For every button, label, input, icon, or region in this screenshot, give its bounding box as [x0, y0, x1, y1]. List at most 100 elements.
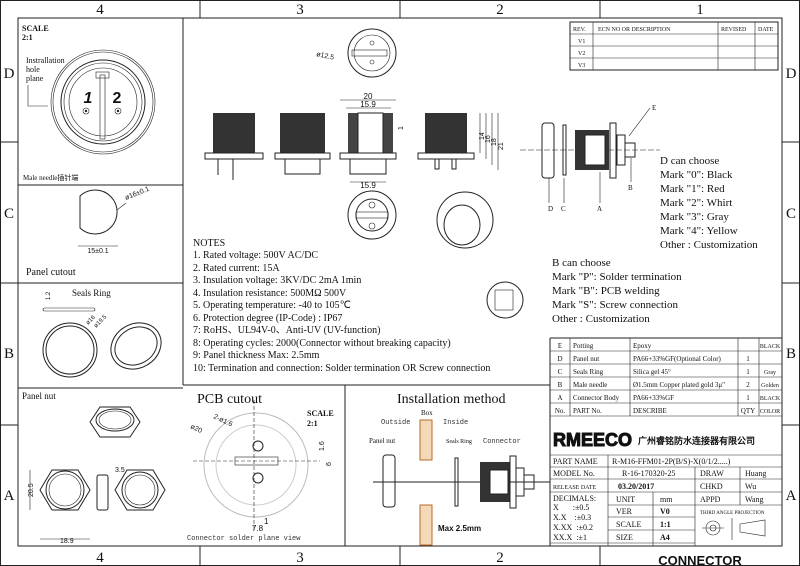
svg-text:Mark "0": Black: Mark "0": Black [660, 169, 733, 181]
svg-text:A: A [597, 205, 602, 213]
bom-cell-qty: 2 [746, 381, 750, 389]
zone-col: 1 [696, 2, 704, 18]
zone-col: 3 [296, 2, 304, 18]
svg-text:UNIT: UNIT [616, 495, 635, 504]
pcb-cutout-view: PCB cutout SCALE 2:1 ø20 2-ø1.6 1.6 6 7.… [187, 392, 334, 543]
svg-text:APPD: APPD [700, 495, 721, 504]
svg-text:ø20: ø20 [189, 423, 203, 434]
svg-text:Wang: Wang [745, 495, 763, 504]
svg-text:18: 18 [491, 138, 498, 146]
seals-ring-view: Seals Ring 1.2 ø16 ø19.5 [42, 288, 162, 378]
svg-text:REV.: REV. [573, 27, 586, 33]
svg-text:X.X :±0.3: X.X :±0.3 [553, 513, 591, 522]
zone-labels: 4 3 2 1 4 3 2 D C B A D C B A [4, 2, 797, 566]
svg-text:V2: V2 [578, 51, 585, 57]
svg-text:15±0.1: 15±0.1 [87, 248, 108, 255]
svg-text:1:1: 1:1 [660, 520, 671, 529]
bom-cell-part: Seals Ring [573, 368, 604, 376]
bom-cell-part: Potting [573, 342, 594, 350]
watermark: CONNECTOR [658, 553, 742, 566]
svg-text:8: Operating cycles: 2000(Conn: 8: Operating cycles: 2000(Connector with… [193, 338, 451, 349]
svg-text:Mark "2": Whirt: Mark "2": Whirt [660, 197, 732, 209]
svg-text:V1: V1 [578, 39, 585, 45]
bom-cell-color: Gray [764, 370, 776, 376]
svg-text:Box: Box [421, 409, 433, 417]
bom-cell-no: No. [555, 407, 566, 415]
bom-cell-describe: PA66+33%GF [633, 394, 674, 402]
svg-text:C: C [561, 205, 566, 213]
installation-method-view: Installation method Box Outside Inside P… [369, 392, 550, 546]
bom-cell-no: E [558, 342, 562, 350]
zone-col: 2 [496, 550, 504, 566]
zone-row: C [786, 206, 796, 222]
svg-text:hole: hole [26, 65, 40, 74]
svg-text:Mark "4": Yellow: Mark "4": Yellow [660, 225, 738, 237]
zone-row: A [786, 488, 797, 504]
svg-text:VER: VER [616, 507, 633, 516]
svg-text:2:1: 2:1 [22, 33, 33, 42]
bom-cell-describe: PA66+33%GF(Optional Color) [633, 355, 722, 363]
bom-cell-qty: 1 [746, 368, 750, 376]
svg-text:Other : Customization: Other : Customization [660, 239, 758, 251]
svg-text:Seals Ring: Seals Ring [72, 288, 111, 298]
left-panels [18, 18, 782, 546]
bom-cell-describe: Epoxy [633, 342, 652, 350]
svg-text:B can choose: B can choose [552, 257, 611, 269]
svg-text:1.6: 1.6 [319, 441, 326, 451]
svg-text:X.XX :±0.2: X.XX :±0.2 [553, 523, 593, 532]
bom-cell-color: Golden [761, 383, 779, 389]
svg-text:6. Protection degree (IP-Code): 6. Protection degree (IP-Code) : IP67 [193, 313, 342, 324]
svg-text:Seals Ring: Seals Ring [446, 439, 472, 445]
bom-cell-qty: 1 [746, 355, 750, 363]
svg-text:SCALE: SCALE [307, 409, 334, 418]
zone-row: A [4, 488, 15, 504]
svg-text:18.9: 18.9 [60, 538, 74, 545]
svg-text:03.20/2017: 03.20/2017 [618, 482, 654, 491]
panel-cutout-view: ø16±0.1 15±0.1 Panel cutout [26, 186, 151, 278]
zone-col: 4 [96, 550, 104, 566]
svg-text:SCALE: SCALE [616, 520, 641, 529]
bom-cell-part: Panel nut [573, 355, 599, 363]
svg-text:mm: mm [660, 495, 673, 504]
svg-text:ø12.5: ø12.5 [316, 51, 335, 62]
svg-text:DRAW: DRAW [700, 469, 724, 478]
svg-text:plane: plane [26, 74, 44, 83]
notes-title: NOTES [193, 238, 225, 249]
svg-text:21: 21 [498, 142, 505, 150]
svg-text:DECIMALS:: DECIMALS: [553, 494, 596, 503]
svg-text:9: Panel thickness Max: 2.5mm: 9: Panel thickness Max: 2.5mm [193, 350, 320, 361]
title-block: RMEECO 广州睿铭防水连接器有限公司 PART NAME R-M16-FFM… [550, 430, 782, 566]
svg-text:3.5: 3.5 [115, 467, 125, 474]
svg-text:R-16-170320-25: R-16-170320-25 [622, 469, 675, 478]
svg-text:Mark "1": Red: Mark "1": Red [660, 183, 725, 195]
svg-text:2-ø1.6: 2-ø1.6 [212, 413, 233, 428]
svg-text:X :±0.5: X :±0.5 [553, 503, 589, 512]
svg-text:7.8: 7.8 [252, 524, 264, 533]
svg-text:Instrallation: Instrallation [26, 56, 65, 65]
zone-row: D [786, 66, 797, 82]
svg-text:7: RoHS、UL94V-0、Anti-UV (UV-fu: 7: RoHS、UL94V-0、Anti-UV (UV-function) [193, 325, 380, 336]
bom-cell-qty: 1 [746, 394, 750, 402]
svg-text:Mark "S": Screw connection: Mark "S": Screw connection [552, 299, 678, 311]
svg-text:3. Insulation voltage: 3KV/DC: 3. Insulation voltage: 3KV/DC 2mA 1min [193, 275, 361, 286]
svg-text:E: E [652, 104, 656, 112]
svg-text:PCB cutout: PCB cutout [197, 392, 262, 407]
svg-text:20.5: 20.5 [28, 483, 35, 497]
svg-text:D: D [548, 205, 553, 213]
svg-text:Huang: Huang [745, 469, 766, 478]
male-needle-view: SCALE 2:1 Instrallation hole plane 1 2 M… [22, 24, 156, 182]
svg-text:Mark "3": Gray: Mark "3": Gray [660, 211, 729, 223]
bom-cell-color: BLACK [760, 344, 781, 350]
svg-text:Mark "B": PCB welding: Mark "B": PCB welding [552, 285, 660, 297]
svg-text:SIZE: SIZE [616, 533, 633, 542]
svg-text:Connector: Connector [483, 438, 521, 446]
svg-text:Male needle插针端: Male needle插针端 [23, 173, 78, 182]
main-views: ø12.5 20 15.9 15.9 1 14 16 18 21 E D C A… [204, 28, 660, 319]
svg-text:MODEL No.: MODEL No. [553, 469, 595, 478]
svg-text:1.2: 1.2 [46, 291, 52, 300]
zone-col: 4 [96, 2, 104, 18]
svg-text:6: 6 [326, 462, 333, 466]
svg-text:1: 1 [398, 126, 405, 130]
svg-text:Outside: Outside [381, 419, 410, 427]
